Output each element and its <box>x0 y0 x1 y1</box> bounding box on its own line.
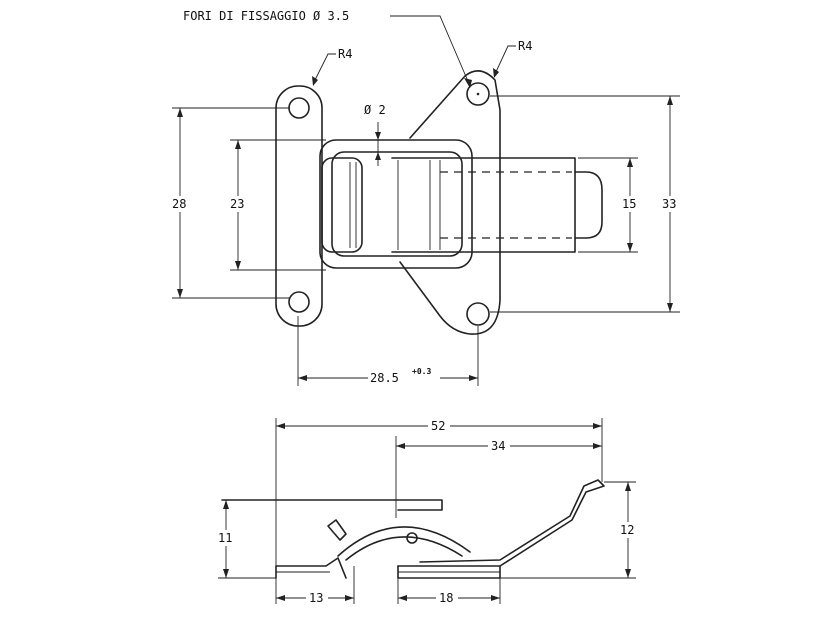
radius-left-label: R4 <box>338 47 352 61</box>
holes-callout-label: FORI DI FISSAGGIO Ø 3.5 <box>183 9 349 23</box>
right-mounting-plate <box>399 70 501 335</box>
dim-arrow <box>625 482 631 491</box>
dim-arrow <box>345 595 354 601</box>
dim-hook-height: 15 <box>622 197 636 211</box>
dim-arrow <box>177 108 183 117</box>
dim-arrow <box>235 140 241 149</box>
dim-height-right: 12 <box>620 523 634 537</box>
dim-arrow <box>625 569 631 578</box>
dim-base-left: 13 <box>309 591 323 605</box>
radius-right-label: R4 <box>518 39 532 53</box>
dim-total-length: 52 <box>431 419 445 433</box>
lever-arc-outer <box>337 526 471 557</box>
dim-arrow <box>398 595 407 601</box>
hook-strip-top <box>221 499 443 511</box>
dim-arrow <box>627 243 633 252</box>
dim-arrow <box>223 500 229 509</box>
dim-arrow <box>276 423 285 429</box>
dim-arrow <box>593 423 602 429</box>
lever-tab <box>327 519 347 541</box>
hook-plate <box>391 157 576 253</box>
dim-height-left: 11 <box>218 531 232 545</box>
dim-arrow <box>375 152 381 160</box>
leader-arrow <box>464 78 472 88</box>
dim-plate-height: 28 <box>172 197 186 211</box>
dim-hole-spacing: 28.5 <box>370 371 399 385</box>
wire-diameter-label: Ø 2 <box>364 103 386 117</box>
dim-arrow <box>593 443 602 449</box>
leader-arrow <box>312 76 318 86</box>
left-base <box>275 557 347 579</box>
dim-arrow <box>667 303 673 312</box>
lever-arc-inner <box>345 536 463 561</box>
left-top-hole <box>288 97 310 119</box>
radius-left-leader <box>313 53 336 83</box>
dim-base-hook: 18 <box>439 591 453 605</box>
dim-arrow <box>667 96 673 105</box>
dim-arrow <box>627 158 633 167</box>
radius-right-leader <box>494 45 516 75</box>
left-bottom-hole <box>288 291 310 313</box>
right-bottom-hole <box>466 302 490 326</box>
hook-strip <box>397 479 605 567</box>
hook-tab <box>574 171 603 239</box>
left-mounting-plate <box>275 85 323 327</box>
dim-arrow <box>276 595 285 601</box>
dim-hook-length: 34 <box>491 439 505 453</box>
dim-arrow <box>396 443 405 449</box>
side-view: 52 34 11 12 13 18 <box>217 417 637 605</box>
top-view: FORI DI FISSAGGIO Ø 3.5 R4 R4 Ø 2 28 23 <box>172 9 680 386</box>
dim-inner-height: 23 <box>230 197 244 211</box>
leader-arrow <box>493 68 499 78</box>
dim-arrow <box>223 569 229 578</box>
lever-body <box>321 157 363 253</box>
dim-arrow <box>469 375 478 381</box>
dim-total-height: 33 <box>662 197 676 211</box>
dim-arrow <box>177 289 183 298</box>
holes-callout-leader <box>390 15 471 87</box>
wire-loop-inner <box>331 151 463 257</box>
dim-arrow <box>375 132 381 140</box>
right-top-hole <box>466 82 490 106</box>
dim-hole-tolerance: +0.3 <box>412 367 431 376</box>
hole-center-mark <box>476 92 480 96</box>
pivot <box>406 532 418 544</box>
dim-arrow <box>235 261 241 270</box>
wire-loop-outer <box>319 139 473 269</box>
dim-arrow <box>491 595 500 601</box>
dim-arrow <box>298 375 307 381</box>
